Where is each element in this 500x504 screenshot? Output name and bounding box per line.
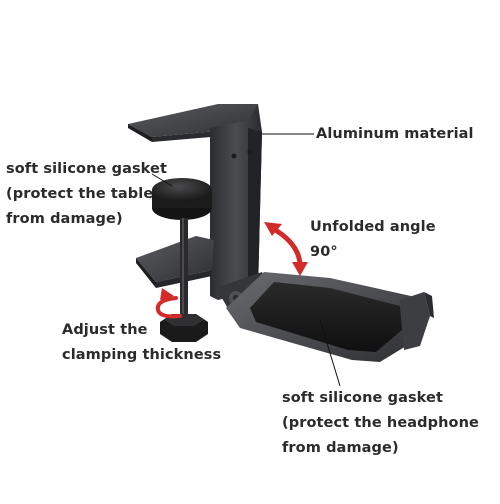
table-silicone-gasket [152,178,212,220]
screw-icon [231,153,237,159]
table-gasket-line-2: (protect the table [6,186,154,202]
aluminum-material-label: Aluminum material [316,122,474,147]
adjust-line-1: Adjust the [62,322,148,338]
unfolded-angle-label: Unfolded angle 90° [310,215,436,265]
adjust-thickness-label: Adjust the clamping thickness [62,318,221,368]
aluminum-label-text: Aluminum material [316,126,474,142]
adjust-line-2: clamping thickness [62,347,222,363]
unfolded-angle-line-2: 90° [310,244,338,260]
curved-double-arrow-icon [264,222,308,276]
headphone-silicone-gasket [250,282,402,352]
table-gasket-label: soft silicone gasket (protect the table … [6,157,167,232]
unfolded-angle-line-1: Unfolded angle [310,219,436,235]
curved-rotate-arrow-icon [155,288,182,319]
table-gasket-line-3: from damage) [6,211,123,227]
headphone-arm [226,272,434,362]
headphone-gasket-line-2: (protect the headphone [282,415,479,431]
headphone-gasket-leader-line [319,319,341,387]
lower-clamp-jaw [136,236,214,288]
screw-icon [247,149,253,155]
headphone-gasket-line-1: soft silicone gasket [282,390,443,406]
table-gasket-line-1: soft silicone gasket [6,161,167,177]
vertical-post [210,104,262,300]
table-gasket-leader-line [151,173,173,187]
headphone-gasket-line-3: from damage) [282,440,399,456]
clamp-screw-rod [180,218,188,318]
headphone-gasket-label: soft silicone gasket (protect the headph… [282,386,479,461]
